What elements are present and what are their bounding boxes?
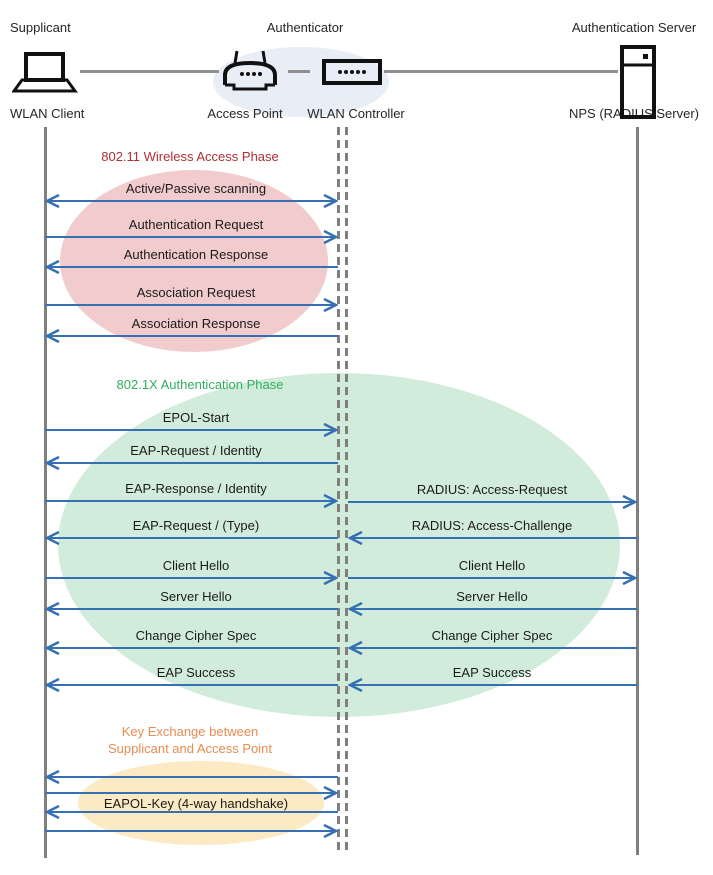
message-arrow — [45, 297, 339, 313]
lifeline-access-point — [337, 127, 340, 852]
message-label: EAP Success — [452, 665, 532, 680]
message-label: Authentication Request — [128, 217, 264, 232]
lifeline-wlan-controller — [345, 127, 348, 852]
device-label-nps-radius-server: NPS (RADIUS Server) — [568, 106, 700, 121]
message-arrow — [44, 677, 338, 693]
message-label: Client Hello — [458, 558, 526, 573]
connector-client-ap — [80, 70, 219, 73]
server-icon — [620, 45, 656, 119]
message-label: Change Cipher Spec — [135, 628, 257, 643]
message-arrow — [44, 530, 338, 546]
lifeline-radius-server — [636, 127, 639, 855]
message-arrow — [348, 570, 638, 586]
message-arrow — [44, 455, 338, 471]
message-arrow — [44, 769, 338, 785]
message-label: Server Hello — [160, 589, 232, 604]
message-arrow — [44, 193, 339, 209]
message-arrow — [44, 259, 338, 275]
message-label: RADIUS: Access-Request — [416, 482, 568, 497]
message-label: Client Hello — [162, 558, 230, 573]
message-label: EPOL-Start — [162, 410, 230, 425]
role-label-authentication-server: Authentication Server — [571, 20, 697, 35]
message-label: Authentication Response — [123, 247, 269, 262]
lifeline-wlan-client — [44, 127, 47, 858]
role-label-supplicant: Supplicant — [10, 20, 71, 35]
connector-controller-server — [384, 70, 618, 73]
message-arrow — [44, 328, 338, 344]
message-arrow — [45, 823, 339, 839]
message-label: EAP Success — [156, 665, 236, 680]
message-label: Association Response — [131, 316, 261, 331]
message-label: EAP-Request / Identity — [130, 443, 262, 458]
message-label: Server Hello — [456, 589, 528, 604]
message-label: Change Cipher Spec — [431, 628, 553, 643]
access-point-icon — [223, 50, 277, 91]
device-label-wlan-client: WLAN Client — [10, 106, 85, 121]
message-arrow — [348, 494, 638, 510]
phase-80211-wireless-access-title: 802.11 Wireless Access Phase — [101, 149, 279, 164]
connector-ap-controller — [288, 70, 310, 73]
message-label: Association Request — [136, 285, 256, 300]
message-label: Active/Passive scanning — [125, 181, 267, 196]
wlan-controller-icon — [322, 59, 382, 85]
message-arrow — [347, 530, 637, 546]
message-label: EAPOL-Key (4-way handshake) — [103, 796, 289, 811]
message-label: RADIUS: Access-Challenge — [411, 518, 573, 533]
device-label-access-point: Access Point — [207, 106, 283, 121]
message-arrow — [44, 601, 338, 617]
message-label: EAP-Response / Identity — [125, 481, 267, 496]
message-arrow — [347, 601, 637, 617]
message-arrow — [44, 640, 338, 656]
message-arrow — [45, 785, 339, 801]
message-arrow — [45, 229, 339, 245]
phase-8021x-authentication-title: 802.1X Authentication Phase — [116, 377, 284, 392]
message-arrow — [347, 677, 637, 693]
role-label-authenticator: Authenticator — [266, 20, 344, 35]
message-arrow — [45, 422, 339, 438]
message-label: EAP-Request / (Type) — [132, 518, 260, 533]
message-arrow — [45, 493, 339, 509]
laptop-icon — [12, 52, 78, 93]
message-arrow — [44, 804, 338, 820]
message-arrow — [45, 570, 339, 586]
device-label-wlan-controller: WLAN Controller — [307, 106, 405, 121]
message-arrow — [347, 640, 637, 656]
phase-key-exchange-title: Key Exchange between Supplicant and Acce… — [107, 724, 273, 756]
